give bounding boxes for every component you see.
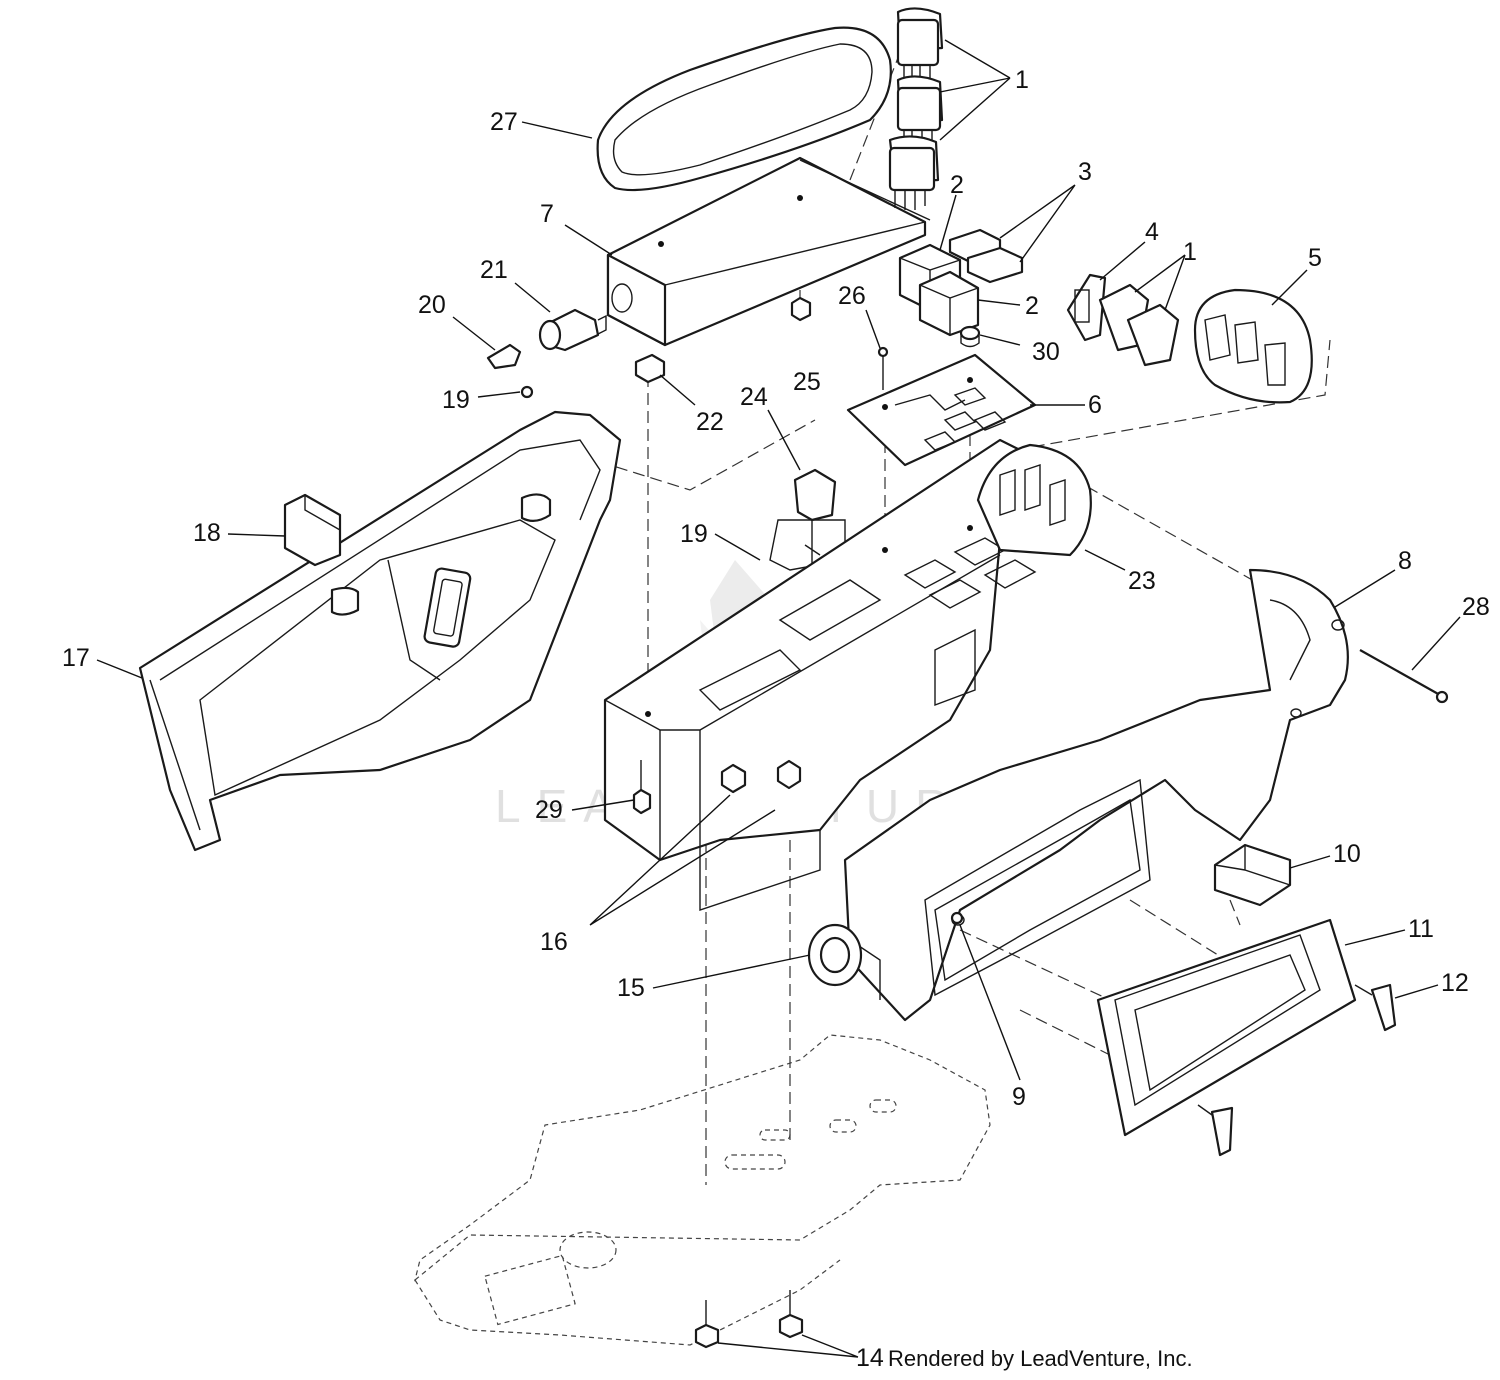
panel-switch-18 bbox=[283, 493, 342, 567]
power-outlet bbox=[486, 308, 607, 370]
leader-lines bbox=[96, 39, 1461, 1358]
callout-11: 11 bbox=[1408, 915, 1434, 943]
callout-16: 16 bbox=[540, 928, 568, 956]
rod-28 bbox=[1359, 649, 1449, 704]
callout-20: 20 bbox=[418, 291, 446, 319]
callout-18: 18 bbox=[193, 519, 221, 547]
screw-9 bbox=[950, 911, 964, 925]
callout-4: 4 bbox=[1145, 218, 1159, 246]
rocker-switches bbox=[898, 243, 980, 337]
callout-25: 25 bbox=[793, 368, 821, 396]
callout-7: 7 bbox=[540, 200, 554, 228]
side-switch-panel bbox=[1066, 273, 1313, 404]
switch-bracket-23 bbox=[976, 443, 1092, 557]
left-side-panel bbox=[138, 410, 622, 852]
connector-10 bbox=[1213, 843, 1292, 907]
hardware-19-top bbox=[520, 385, 534, 399]
plug-30 bbox=[959, 325, 981, 348]
armrest-pad bbox=[596, 26, 892, 192]
callout-3: 3 bbox=[1078, 158, 1092, 186]
callout-24: 24 bbox=[740, 383, 768, 411]
callout-19-mid: 19 bbox=[680, 520, 708, 548]
switch-stack-top bbox=[888, 7, 944, 210]
callout-22: 22 bbox=[696, 408, 724, 436]
access-door bbox=[1096, 918, 1357, 1137]
callout-29: 29 bbox=[535, 796, 563, 824]
nuts-16 bbox=[720, 759, 802, 794]
callout-2-top: 2 bbox=[950, 171, 964, 199]
callout-1-top: 1 bbox=[1015, 66, 1029, 94]
callout-17: 17 bbox=[62, 644, 90, 672]
bolts-14 bbox=[694, 1290, 804, 1349]
callout-21: 21 bbox=[480, 256, 508, 284]
hardware-22 bbox=[634, 353, 666, 384]
callout-6: 6 bbox=[1088, 391, 1102, 419]
callout-9: 9 bbox=[1012, 1083, 1026, 1111]
right-console-cover bbox=[843, 568, 1349, 1022]
callout-26: 26 bbox=[838, 282, 866, 310]
callout-5: 5 bbox=[1308, 244, 1322, 272]
callout-19-top: 19 bbox=[442, 386, 470, 414]
bolt-29 bbox=[632, 760, 652, 815]
callout-28: 28 bbox=[1462, 593, 1490, 621]
armrest-box bbox=[606, 156, 931, 347]
render-credit: Rendered by LeadVenture, Inc. bbox=[888, 1346, 1193, 1371]
base-plate bbox=[413, 1034, 991, 1346]
callout-2-lower: 2 bbox=[1025, 292, 1039, 320]
callout-27: 27 bbox=[490, 108, 518, 136]
latch-12 bbox=[1197, 983, 1397, 1157]
blank-caps bbox=[948, 228, 1024, 284]
callout-23: 23 bbox=[1128, 567, 1156, 595]
callout-15: 15 bbox=[617, 974, 645, 1002]
callout-30: 30 bbox=[1032, 338, 1060, 366]
grommet-15 bbox=[807, 923, 863, 987]
screw-26 bbox=[877, 346, 889, 390]
callout-8: 8 bbox=[1398, 547, 1412, 575]
callout-labels: 1 27 2 3 7 21 20 4 1 5 26 2 30 22 25 19 … bbox=[62, 66, 1490, 1372]
callout-10: 10 bbox=[1333, 840, 1361, 868]
hardware-25 bbox=[790, 296, 812, 322]
callout-1-side: 1 bbox=[1183, 238, 1197, 266]
callout-14: 14 bbox=[856, 1344, 884, 1372]
callout-12: 12 bbox=[1441, 969, 1469, 997]
